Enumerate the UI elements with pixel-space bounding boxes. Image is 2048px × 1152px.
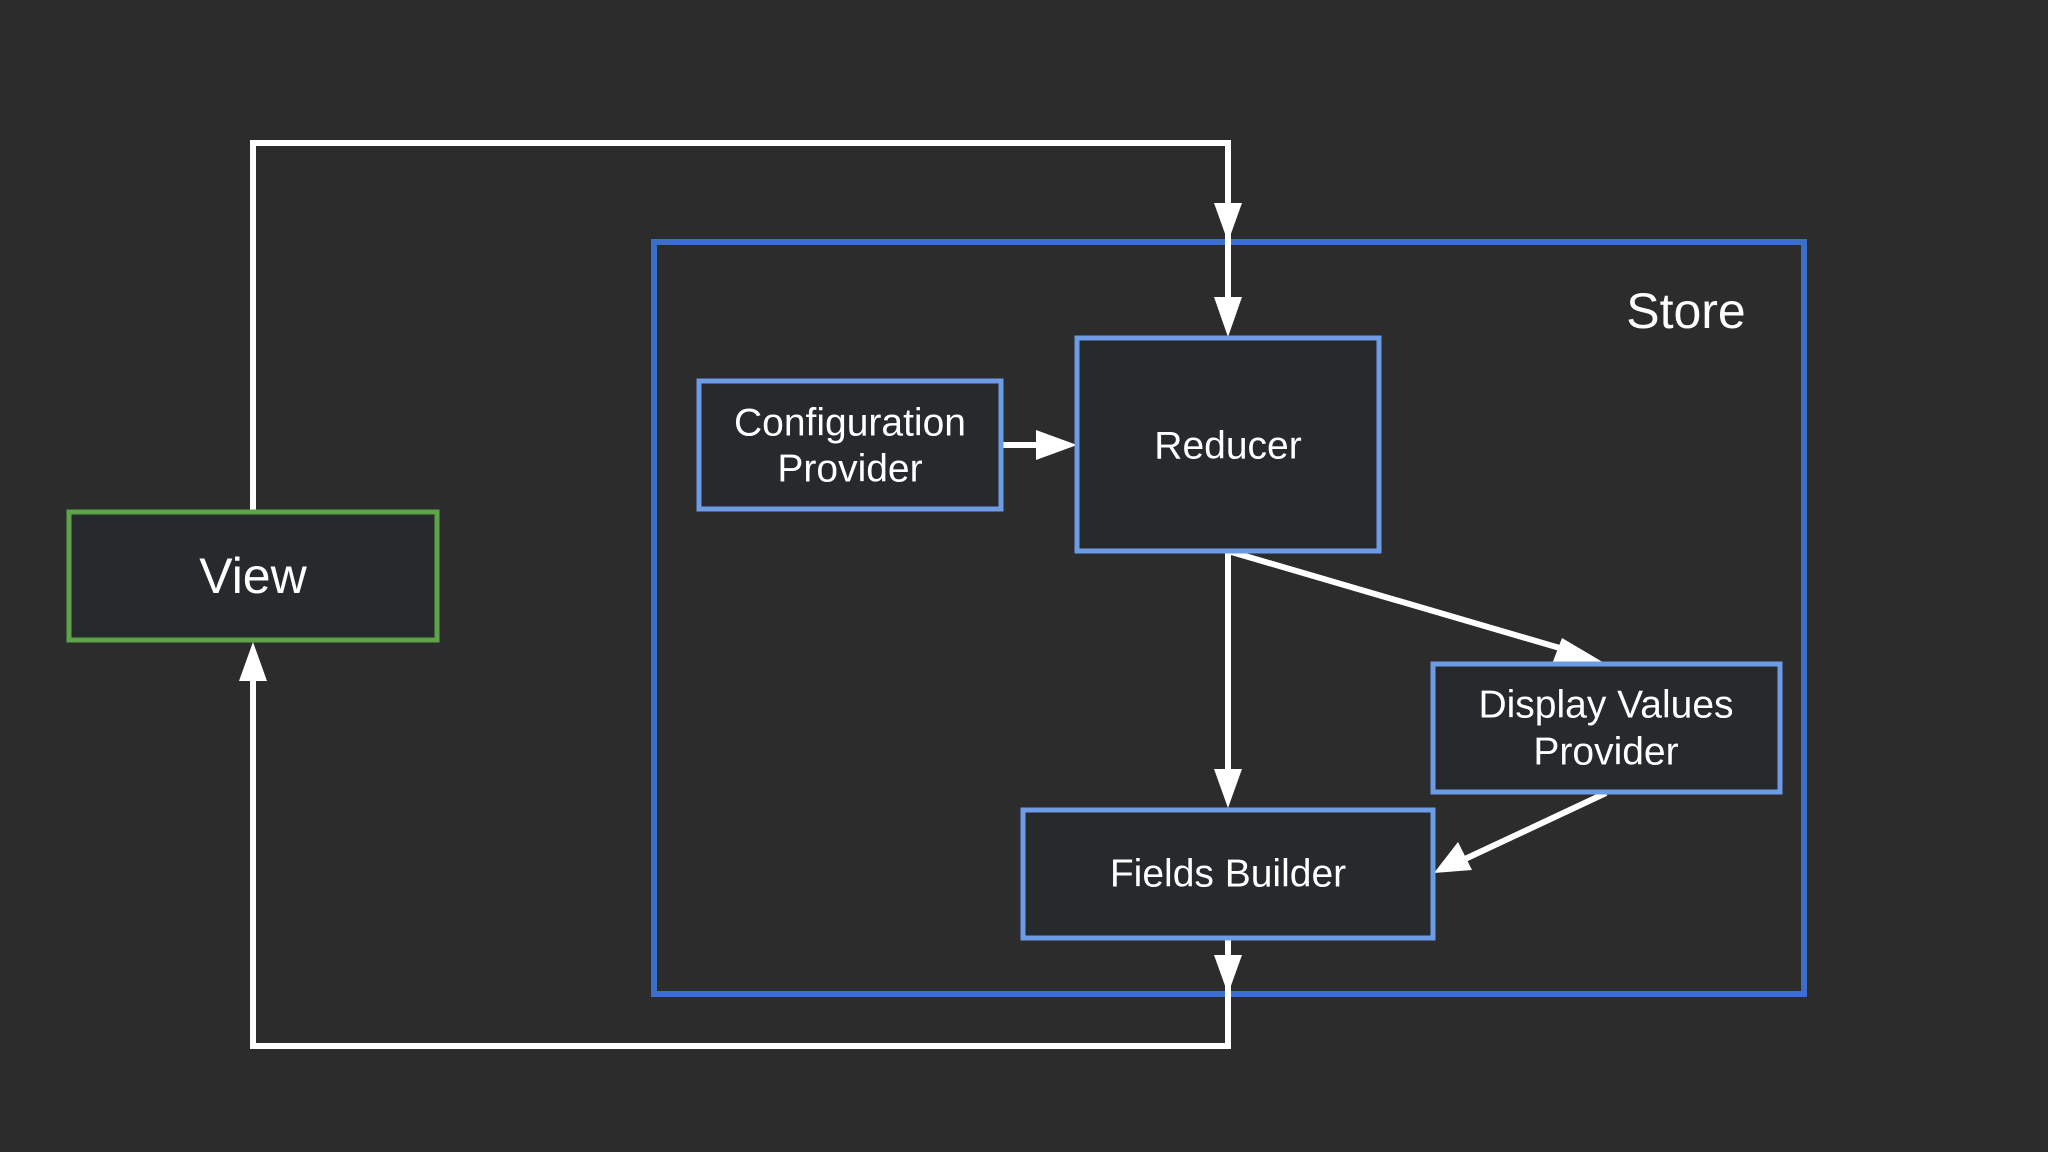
arrowhead-config-to-reducer xyxy=(1036,430,1077,460)
display-values-provider-label-line2: Provider xyxy=(1533,731,1678,774)
configuration-provider-box xyxy=(696,378,1004,512)
fields-builder-box xyxy=(1020,807,1436,941)
view-node: View xyxy=(66,509,440,643)
arrowhead-display-values xyxy=(1552,638,1606,664)
display-values-provider-label-line1: Display Values xyxy=(1478,684,1733,727)
store-label: Store xyxy=(1626,283,1746,339)
view-label: View xyxy=(199,548,307,604)
fields-builder-node: Fields Builder xyxy=(1020,807,1436,941)
edge-reducer-to-display-values xyxy=(1227,548,1571,654)
arrowhead-fields-builder-top xyxy=(1214,769,1242,808)
reducer-label: Reducer xyxy=(1154,425,1301,468)
reducer-node: Reducer xyxy=(1074,335,1382,554)
reducer-box xyxy=(1074,335,1382,554)
display-values-provider-node: Display Values Provider xyxy=(1430,661,1783,795)
arrowhead-fields-builder-side xyxy=(1434,842,1472,873)
arrowhead-store-exit xyxy=(1214,955,1242,994)
fields-builder-label: Fields Builder xyxy=(1110,853,1346,896)
view-box xyxy=(66,509,440,643)
arrowhead-store-entry xyxy=(1214,203,1242,242)
configuration-provider-node: Configuration Provider xyxy=(696,378,1004,512)
arrowhead-reducer-top xyxy=(1214,297,1242,337)
edges xyxy=(239,140,1608,1049)
configuration-provider-label-line2: Provider xyxy=(777,448,922,491)
display-values-provider-box xyxy=(1430,661,1783,795)
configuration-provider-label-line1: Configuration xyxy=(734,402,966,445)
edge-display-values-to-fields-builder xyxy=(1463,790,1608,862)
arrowhead-view-bottom xyxy=(239,642,267,681)
